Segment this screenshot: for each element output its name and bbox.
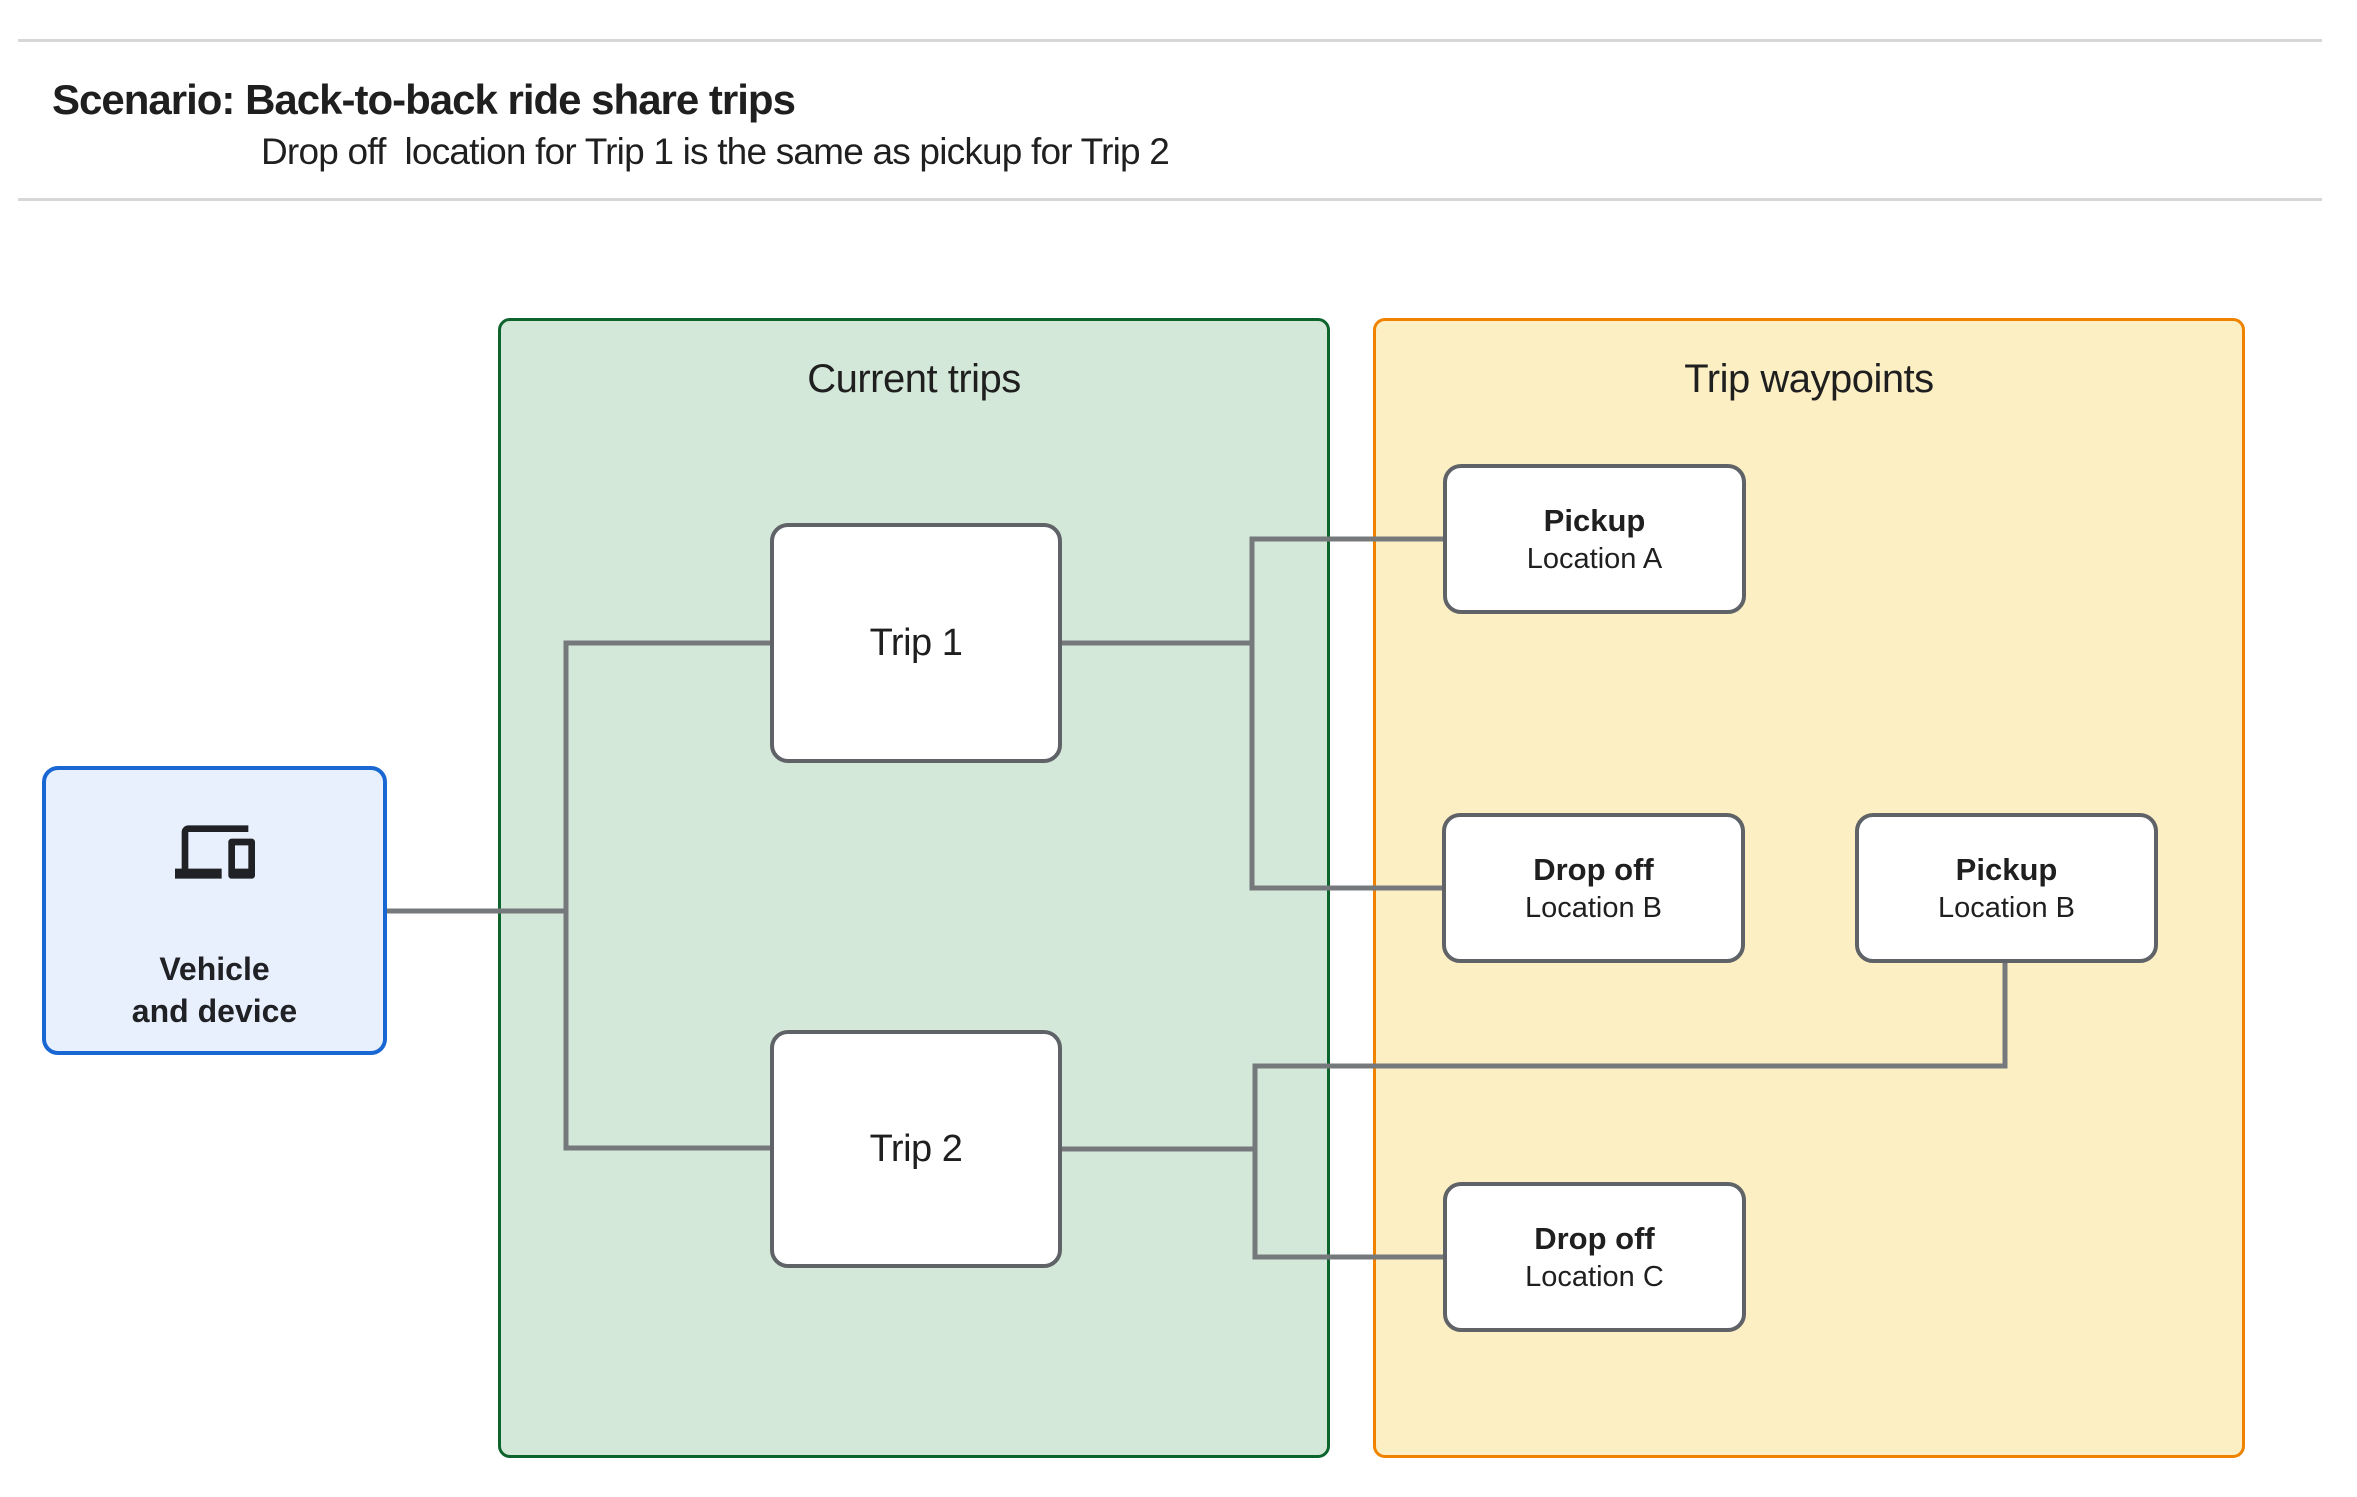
- vehicle-label: Vehicle and device: [132, 948, 297, 1032]
- waypoint-pickup-location-a: Pickup Location A: [1443, 464, 1746, 614]
- current-trips-title: Current trips: [807, 357, 1021, 401]
- trip-waypoints-title: Trip waypoints: [1684, 357, 1934, 401]
- trip-1-node: Trip 1: [770, 523, 1062, 763]
- waypoint-location-label: Location C: [1525, 1260, 1664, 1293]
- trip-node-label: Trip 1: [869, 621, 963, 664]
- header-rule-top: [18, 39, 2322, 42]
- waypoint-type-label: Drop off: [1533, 851, 1654, 887]
- page-title: Scenario: Back-to-back ride share trips: [52, 76, 796, 123]
- waypoint-type-label: Drop off: [1534, 1220, 1655, 1256]
- vehicle-label-line1: Vehicle: [159, 951, 270, 987]
- current-trips-panel: Current trips: [498, 318, 1330, 1458]
- waypoint-type-label: Pickup: [1543, 502, 1646, 538]
- devices-icon: [174, 825, 255, 879]
- header-rule-bottom: [18, 198, 2322, 201]
- waypoint-location-label: Location B: [1937, 891, 2076, 924]
- trip-2-node: Trip 2: [770, 1030, 1062, 1268]
- waypoint-type-label: Pickup: [1955, 851, 2058, 887]
- trip-node-label: Trip 2: [869, 1127, 963, 1170]
- page-subtitle: Drop off location for Trip 1 is the same…: [261, 131, 1170, 172]
- waypoint-location-label: Location B: [1524, 891, 1663, 924]
- waypoint-dropoff-location-b: Drop off Location B: [1442, 813, 1745, 963]
- vehicle-label-line2: and device: [131, 993, 298, 1029]
- waypoint-dropoff-location-c: Drop off Location C: [1443, 1182, 1746, 1332]
- vehicle-and-device-box: Vehicle and device: [42, 766, 387, 1055]
- waypoint-location-label: Location A: [1526, 542, 1663, 575]
- waypoint-pickup-location-b: Pickup Location B: [1855, 813, 2158, 963]
